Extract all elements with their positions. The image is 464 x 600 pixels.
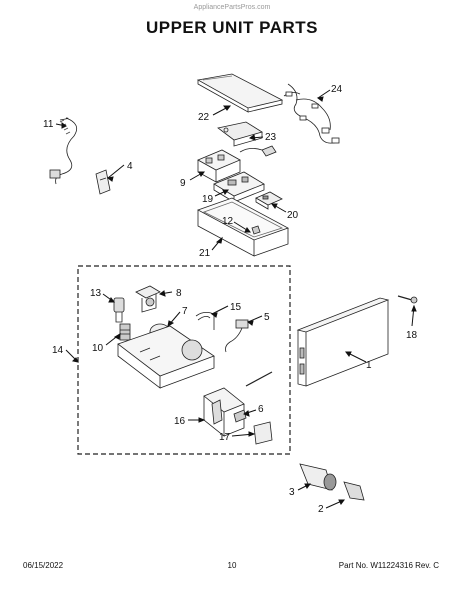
callout-6: 6 <box>258 404 264 415</box>
part-housing-small <box>135 285 161 313</box>
part-filter-pad <box>253 421 273 445</box>
callout-4: 4 <box>127 161 133 172</box>
callout-23: 23 <box>265 132 277 143</box>
part-control-module <box>197 149 241 183</box>
part-connector <box>239 145 277 157</box>
part-tray-housing <box>197 197 289 257</box>
callout-8: 8 <box>176 288 182 299</box>
callout-labels: 1 2 3 4 5 6 7 8 9 10 11 12 13 14 15 16 1… <box>43 84 418 515</box>
part-screw <box>397 295 418 304</box>
callout-7: 7 <box>182 306 188 317</box>
callout-1: 1 <box>366 360 372 371</box>
part-clip-small <box>233 409 247 423</box>
callout-13: 13 <box>90 288 102 299</box>
part-small-hinge <box>95 169 111 195</box>
callout-20: 20 <box>287 210 299 221</box>
part-bushing <box>119 323 131 341</box>
callout-19: 19 <box>202 194 214 205</box>
footer-date: 06/15/2022 <box>23 561 64 570</box>
callout-16: 16 <box>174 416 186 427</box>
footer-part-number: Part No. W11224316 Rev. C <box>338 561 439 570</box>
callout-2: 2 <box>318 504 324 515</box>
part-duct-housing <box>203 387 245 437</box>
callout-3: 3 <box>289 487 295 498</box>
leader-lines <box>55 89 417 509</box>
part-small-board <box>255 191 283 210</box>
assembly-group-box <box>77 265 291 455</box>
footer-page-number: 10 <box>227 561 237 570</box>
part-power-cord <box>49 117 78 185</box>
part-wire-harness <box>283 83 340 144</box>
watermark: AppliancePartsPros.com <box>193 4 271 11</box>
callout-22: 22 <box>198 112 210 123</box>
callout-24: 24 <box>331 84 343 95</box>
callout-10: 10 <box>92 343 104 354</box>
part-main-panel <box>296 297 390 387</box>
callout-12: 12 <box>222 216 234 227</box>
page-title: UPPER UNIT PARTS <box>145 18 319 37</box>
callout-14: 14 <box>52 345 64 356</box>
callout-17: 17 <box>219 432 231 443</box>
callout-18: 18 <box>406 330 418 341</box>
callout-15: 15 <box>230 302 242 313</box>
part-cap <box>343 481 365 501</box>
part-sensor <box>225 319 249 353</box>
part-rod <box>245 371 273 387</box>
part-bracket <box>217 121 263 147</box>
part-base-assembly <box>117 325 215 389</box>
callout-5: 5 <box>264 312 270 323</box>
part-fitting <box>113 297 125 323</box>
callout-21: 21 <box>199 248 211 259</box>
part-tube <box>195 312 215 330</box>
part-cover-panel <box>196 73 284 113</box>
part-clip <box>251 225 261 235</box>
callout-9: 9 <box>180 178 186 189</box>
callout-11: 11 <box>43 119 54 130</box>
